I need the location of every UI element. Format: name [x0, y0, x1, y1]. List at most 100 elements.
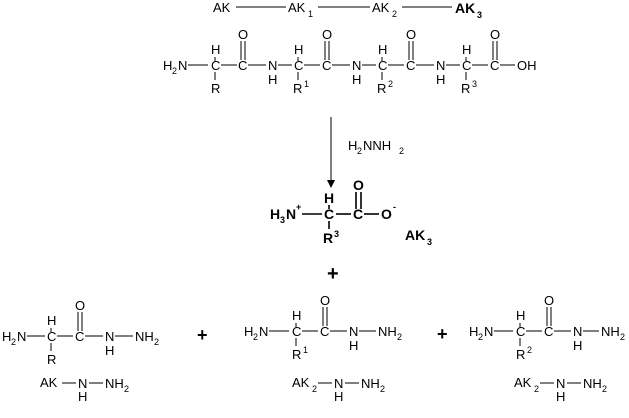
hz3-h2n-h: H: [469, 324, 478, 339]
plus-sign-main: +: [327, 263, 339, 285]
hz2-n: N: [349, 324, 358, 339]
hz3-h: H: [516, 308, 525, 323]
hz3-r: R: [516, 347, 525, 362]
hz3-label-nh: NH: [583, 376, 602, 391]
pep-c-2: C: [238, 58, 247, 73]
hz1-nh2-sub: 2: [154, 337, 159, 347]
pep-r2-sub: 2: [388, 79, 393, 89]
hydrazide-1: H 2 N H C R C O N H NH 2 AK N H NH 2: [2, 298, 159, 404]
pep-h-1: H: [211, 42, 220, 57]
pep-r: R: [211, 81, 220, 96]
pep-r2: R: [377, 81, 386, 96]
hz3-o: O: [544, 293, 554, 308]
hz2-label-h: H: [334, 389, 343, 404]
pep-n-3: N: [436, 58, 445, 73]
pep-c-3: C: [294, 58, 303, 73]
aa-charge-plus: +: [296, 202, 301, 212]
pep-o-3: O: [406, 27, 416, 42]
aa-label-ak: AK: [405, 227, 425, 243]
hz1-r: R: [47, 352, 56, 367]
aa-label-sub: 3: [427, 237, 432, 247]
aa-charge-minus: -: [393, 202, 396, 212]
seq-ak2: AK: [372, 0, 390, 15]
hz2-c-alpha: C: [292, 324, 301, 339]
aa-r-sub: 3: [334, 229, 339, 239]
hz1-label-ak: AK: [40, 375, 58, 390]
pep-c-7: C: [462, 58, 471, 73]
hydrazide-2: H 2 N H C R 1 C O N H NH 2 AK 2 N H NH 2: [244, 293, 402, 404]
hz3-label-n: N: [556, 376, 565, 391]
seq-ak3: AK: [455, 0, 475, 16]
hz1-c-carbonyl: C: [75, 329, 84, 344]
hz2-o: O: [320, 293, 330, 308]
reagent-sub-1: 2: [357, 146, 362, 156]
pep-r1: R: [293, 81, 302, 96]
seq-ak: AK: [213, 0, 231, 15]
reaction-arrow-group: H 2 NNH 2: [327, 117, 404, 188]
hz1-nh2: NH: [135, 329, 154, 344]
seq-ak2-sub: 2: [392, 9, 397, 19]
aa-h3n-sub: 3: [280, 215, 285, 225]
pep-h2n-sub: 2: [172, 66, 177, 76]
aa-c-alpha: C: [324, 206, 334, 222]
pep-h-3: H: [378, 42, 387, 57]
pep-r3: R: [461, 81, 470, 96]
aa-h3n-n: N: [286, 206, 296, 222]
pep-r1-sub: 1: [304, 79, 309, 89]
pep-c-4: C: [322, 58, 331, 73]
sequence-line: AK AK 1 AK 2 AK 3: [213, 0, 482, 20]
hz1-label-sub: 2: [124, 384, 129, 394]
hz2-r-sub: 1: [303, 345, 308, 355]
pep-nh-2: H: [352, 72, 361, 87]
hz2-nh2: NH: [378, 324, 397, 339]
hz2-label-sub: 2: [380, 384, 385, 394]
hz2-nh: H: [349, 338, 358, 353]
pep-o-4: O: [490, 27, 500, 42]
hz3-c-alpha: C: [516, 324, 525, 339]
pep-r3-sub: 3: [472, 79, 477, 89]
hz1-h2n-h: H: [2, 329, 11, 344]
hz2-h2n-n: N: [259, 324, 268, 339]
pep-h-2: H: [294, 42, 303, 57]
pep-h-4: H: [462, 42, 471, 57]
hz3-h2n-n: N: [484, 324, 493, 339]
aa-o-single: O: [381, 206, 392, 222]
hz1-h2n-sub: 2: [11, 337, 16, 347]
pep-h2n-h: H: [163, 58, 172, 73]
seq-ak3-sub: 3: [477, 10, 482, 20]
hz2-nh2-sub: 2: [397, 332, 402, 342]
pep-o-1: O: [238, 27, 248, 42]
pep-h2n-n: N: [178, 58, 187, 73]
hz3-c-carbonyl: C: [544, 324, 553, 339]
tetrapeptide: H 2 N H C R C O N H H C R 1 C O N H: [163, 27, 537, 96]
hz3-nh: H: [573, 338, 582, 353]
pep-c-1: C: [211, 58, 220, 73]
hz3-label-sub: 2: [602, 384, 607, 394]
pep-o-2: O: [322, 27, 332, 42]
hz1-c-alpha: C: [47, 329, 56, 344]
seq-ak1-sub: 1: [308, 9, 313, 19]
hz2-h: H: [292, 308, 301, 323]
hz3-label-h: H: [556, 389, 565, 404]
pep-n-2: N: [352, 58, 361, 73]
pep-oh: OH: [517, 58, 537, 73]
hz2-h2n-sub: 2: [253, 332, 258, 342]
seq-ak1: AK: [288, 0, 306, 15]
aa-c-carboxyl: C: [353, 206, 363, 222]
hydrazide-3: H 2 N H C R 2 C O N H NH 2 AK 2 N H NH 2: [469, 293, 625, 404]
reagent-sub-2: 2: [399, 146, 404, 156]
hz3-h2n-sub: 2: [478, 332, 483, 342]
hz2-label-nh: NH: [361, 376, 380, 391]
hz2-r: R: [292, 347, 301, 362]
hz3-r-sub: 2: [527, 345, 532, 355]
hz1-h: H: [47, 313, 56, 328]
pep-nh-3: H: [436, 72, 445, 87]
aa-r: R: [323, 230, 333, 246]
pep-c-6: C: [406, 58, 415, 73]
hz1-n: N: [105, 329, 114, 344]
pep-c-5: C: [378, 58, 387, 73]
hz2-c-carbonyl: C: [320, 324, 329, 339]
hz1-h2n-n: N: [17, 329, 26, 344]
hz3-label-ak: AK: [514, 375, 532, 390]
